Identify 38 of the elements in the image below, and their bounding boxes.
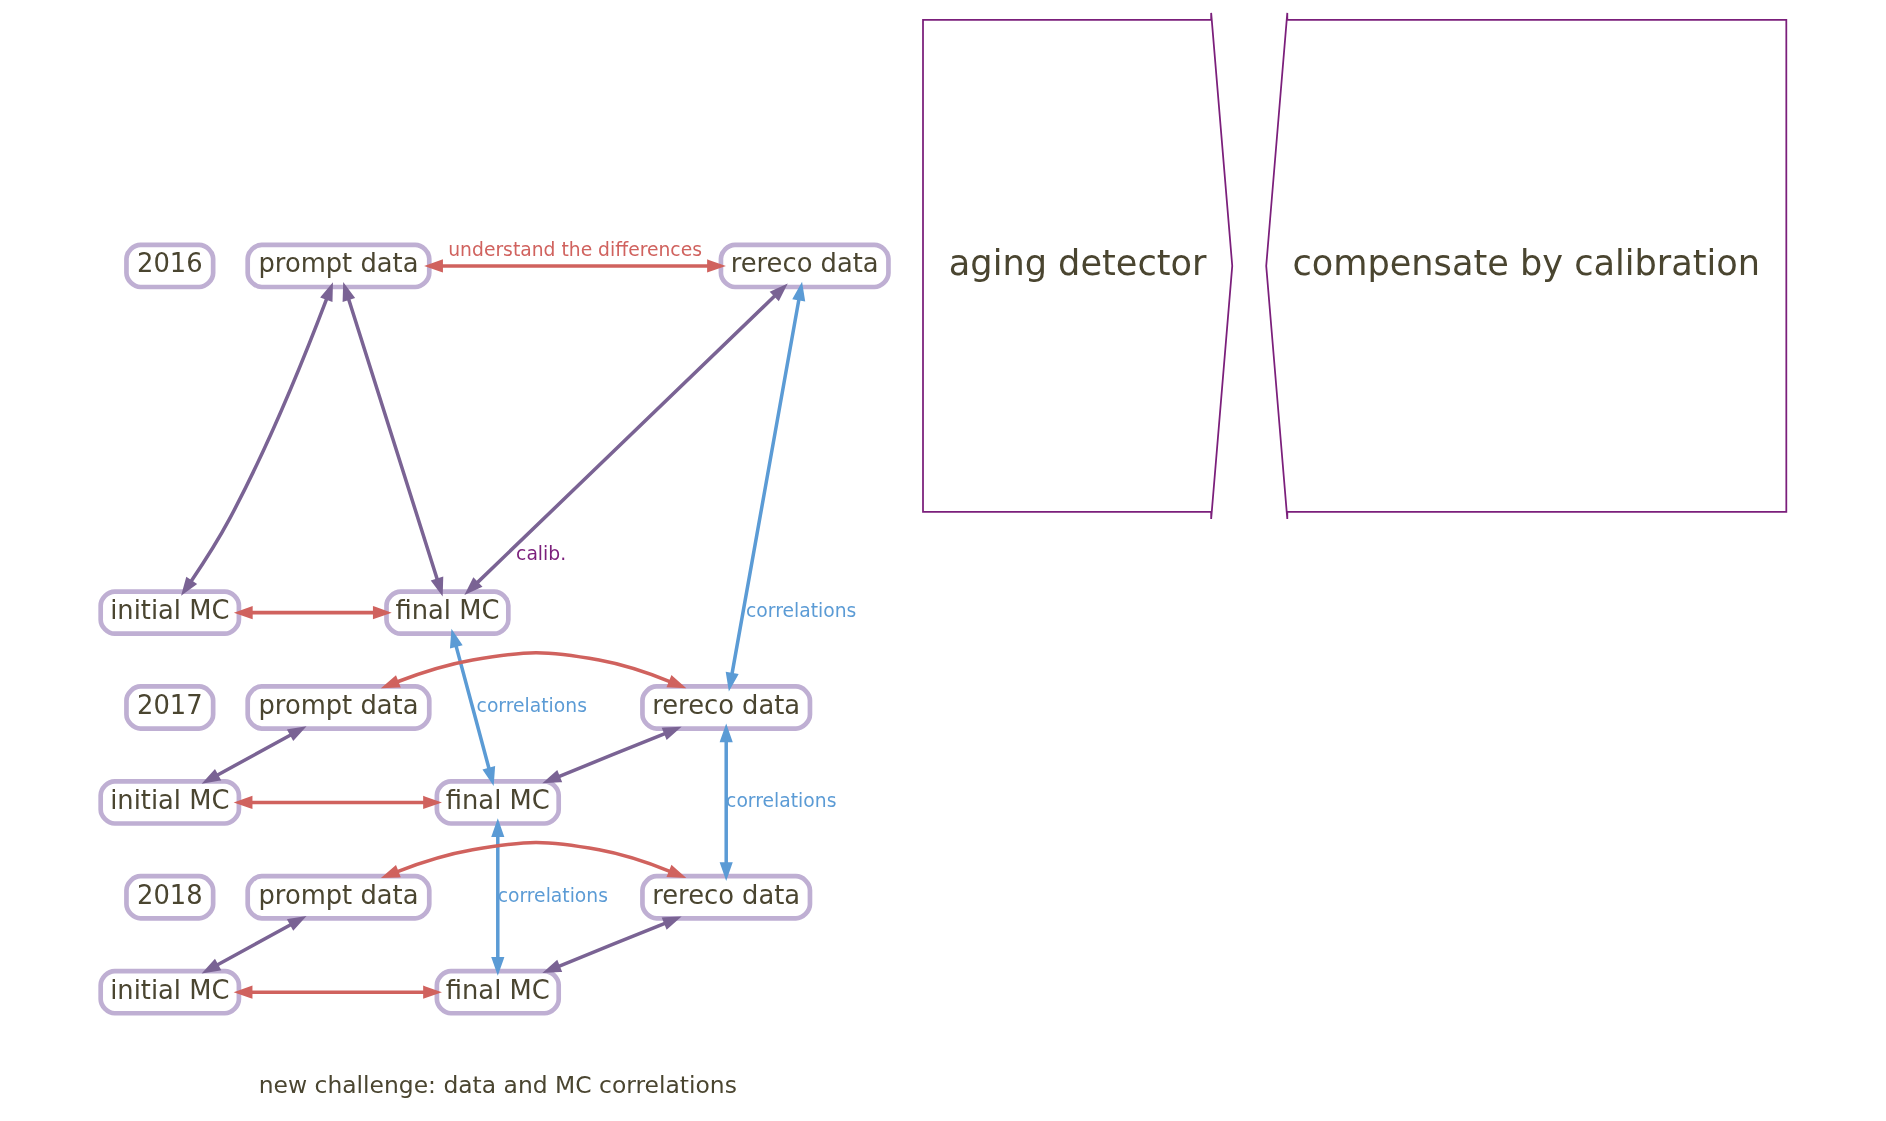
arrow [719, 723, 733, 881]
arrow [541, 726, 682, 784]
arrow [233, 795, 442, 809]
arrow [233, 606, 392, 620]
node-box: prompt data [244, 242, 432, 290]
node-box: 2016 [123, 242, 215, 290]
arrow [463, 283, 788, 596]
arrow [380, 840, 686, 879]
edge-label: correlations [497, 884, 608, 906]
node-box: prompt data [244, 684, 432, 731]
edge-label: understand the differences [447, 239, 702, 261]
node-box: 2018 [123, 873, 215, 921]
node-box: prompt data [244, 873, 432, 921]
node-box: initial MC [97, 589, 241, 637]
node-box: 2017 [123, 684, 215, 731]
arrow [490, 818, 504, 976]
label: new challenge: data and MC correlations [258, 1070, 737, 1099]
arrow [423, 259, 726, 273]
edge-label: calib. [515, 542, 566, 564]
arrow [233, 985, 442, 999]
node-box: final MC [434, 968, 561, 1016]
arrow [342, 282, 443, 597]
node-box: initial MC [97, 968, 241, 1016]
edge-label: correlations [745, 600, 856, 622]
arrow [725, 281, 805, 692]
arrow [380, 651, 686, 689]
edge-label: correlations [476, 694, 587, 716]
node-box: rereco data [639, 873, 812, 921]
node-box: rereco data [718, 242, 891, 290]
arrow [201, 726, 307, 784]
arrow [541, 916, 682, 973]
node-box: rereco data [639, 684, 812, 731]
arrow [449, 628, 495, 786]
node-box: initial MC [97, 778, 241, 826]
node-box: final MC [383, 589, 511, 637]
node-box: final MC [434, 778, 561, 826]
arrow [201, 915, 307, 974]
arrow [180, 282, 333, 596]
